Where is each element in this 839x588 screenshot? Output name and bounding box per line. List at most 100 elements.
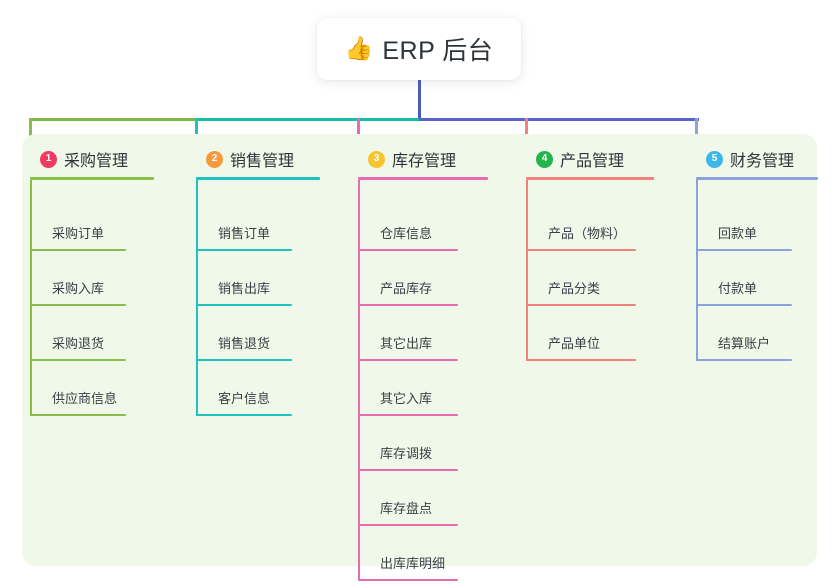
list-item-label: 客户信息 [218, 391, 271, 406]
column-1: 1 采购管理采购订单采购入库采购退货供应商信息 [22, 142, 184, 416]
list-item-label: 付款单 [718, 281, 758, 296]
list-item-label: 库存盘点 [380, 501, 433, 516]
list-item[interactable]: 其它入库 [350, 361, 518, 416]
list-item-label: 其它入库 [380, 391, 433, 406]
column-items-5: 回款单付款单结算账户 [688, 180, 828, 361]
list-item-rule [358, 249, 458, 251]
list-item[interactable]: 库存盘点 [350, 471, 518, 526]
list-item-label: 产品单位 [548, 336, 601, 351]
list-item-label: 出库库明细 [380, 556, 446, 571]
list-item[interactable]: 回款单 [688, 196, 828, 251]
column-3: 3 库存管理仓库信息产品库存其它出库其它入库库存调拨库存盘点出库库明细 [350, 142, 518, 581]
column-title-2: 销售管理 [230, 153, 295, 170]
list-item-rule [358, 524, 458, 526]
column-badge-5: 5 [706, 150, 723, 168]
list-item[interactable]: 付款单 [688, 251, 828, 306]
list-item[interactable]: 客户信息 [188, 361, 350, 416]
column-title-1: 采购管理 [64, 153, 129, 170]
list-item-label: 销售出库 [218, 281, 271, 296]
list-item[interactable]: 产品（物料） [518, 196, 688, 251]
column-badge-4: 4 [536, 150, 553, 168]
list-item[interactable]: 销售订单 [188, 196, 350, 251]
branch-bar-teal [196, 118, 419, 121]
column-badge-1: 1 [40, 150, 57, 168]
list-item-rule [358, 359, 458, 361]
list-item-label: 结算账户 [718, 336, 771, 351]
list-item-rule [30, 249, 126, 251]
column-header-5[interactable]: 5 财务管理 [688, 142, 828, 176]
branch-bar-blue [419, 118, 699, 121]
list-item-rule [696, 304, 792, 306]
thumbs-up-icon: 👍 [344, 35, 374, 62]
column-rule-3 [358, 177, 488, 180]
branch-bar-green [30, 118, 196, 121]
column-spine-5 [696, 180, 698, 361]
list-item-label: 产品分类 [548, 281, 601, 296]
list-item[interactable]: 销售退货 [188, 306, 350, 361]
column-badge-2: 2 [206, 150, 223, 168]
list-item-label: 采购入库 [52, 281, 105, 296]
list-item-label: 销售退货 [218, 336, 271, 351]
root-stem [417, 80, 421, 120]
column-items-4: 产品（物料） 产品分类产品单位 [518, 180, 688, 361]
root-node-content: 👍 ERP 后台 [345, 31, 494, 67]
list-item-label: 产品（物料） [548, 226, 627, 241]
list-item[interactable]: 供应商信息 [22, 361, 184, 416]
list-item[interactable]: 其它出库 [350, 306, 518, 361]
list-item[interactable]: 采购入库 [22, 251, 184, 306]
list-item-rule [358, 414, 458, 416]
list-item[interactable]: 出库库明细 [350, 526, 518, 581]
column-header-2[interactable]: 2 销售管理 [188, 142, 350, 176]
list-item-label: 库存调拨 [380, 446, 433, 461]
column-rule-5 [696, 177, 818, 180]
root-node[interactable]: 👍 ERP 后台 [317, 18, 521, 80]
list-item[interactable]: 产品分类 [518, 251, 688, 306]
list-item[interactable]: 结算账户 [688, 306, 828, 361]
list-item-label: 产品库存 [380, 281, 433, 296]
list-item-label: 采购订单 [52, 226, 105, 241]
list-item-rule [526, 304, 636, 306]
column-header-1[interactable]: 1 采购管理 [22, 142, 184, 176]
column-items-3: 仓库信息产品库存其它出库其它入库库存调拨库存盘点出库库明细 [350, 180, 518, 581]
list-item[interactable]: 采购退货 [22, 306, 184, 361]
list-item-rule [30, 359, 126, 361]
column-2: 2 销售管理销售订单销售出库销售退货客户信息 [188, 142, 350, 416]
column-header-4[interactable]: 4 产品管理 [518, 142, 688, 176]
column-rule-2 [196, 177, 320, 180]
list-item-rule [30, 414, 126, 416]
column-title-4: 产品管理 [560, 153, 625, 170]
column-items-1: 采购订单采购入库采购退货供应商信息 [22, 180, 184, 416]
list-item-rule [526, 249, 636, 251]
list-item[interactable]: 产品库存 [350, 251, 518, 306]
column-spine-3 [358, 180, 360, 581]
list-item-rule [196, 414, 292, 416]
list-item-label: 供应商信息 [52, 391, 118, 406]
column-rule-4 [526, 177, 654, 180]
column-title-3: 库存管理 [392, 153, 457, 170]
list-item-label: 回款单 [718, 226, 758, 241]
list-item-rule [696, 249, 792, 251]
list-item-rule [358, 469, 458, 471]
column-items-2: 销售订单销售出库销售退货客户信息 [188, 180, 350, 416]
list-item-rule [696, 359, 792, 361]
list-item-rule [196, 359, 292, 361]
column-spine-4 [526, 180, 528, 361]
column-spine-1 [30, 180, 32, 416]
list-item-rule [526, 359, 636, 361]
column-badge-3: 3 [368, 150, 385, 168]
list-item[interactable]: 产品单位 [518, 306, 688, 361]
list-item[interactable]: 仓库信息 [350, 196, 518, 251]
content-card [22, 134, 817, 566]
root-title: ERP 后台 [382, 37, 494, 65]
column-header-3[interactable]: 3 库存管理 [350, 142, 518, 176]
column-5: 5 财务管理回款单付款单结算账户 [688, 142, 828, 361]
list-item[interactable]: 采购订单 [22, 196, 184, 251]
list-item[interactable]: 销售出库 [188, 251, 350, 306]
list-item-label: 销售订单 [218, 226, 271, 241]
list-item-rule [30, 304, 126, 306]
list-item-label: 采购退货 [52, 336, 105, 351]
list-item[interactable]: 库存调拨 [350, 416, 518, 471]
list-item-rule [196, 304, 292, 306]
column-title-5: 财务管理 [730, 153, 795, 170]
